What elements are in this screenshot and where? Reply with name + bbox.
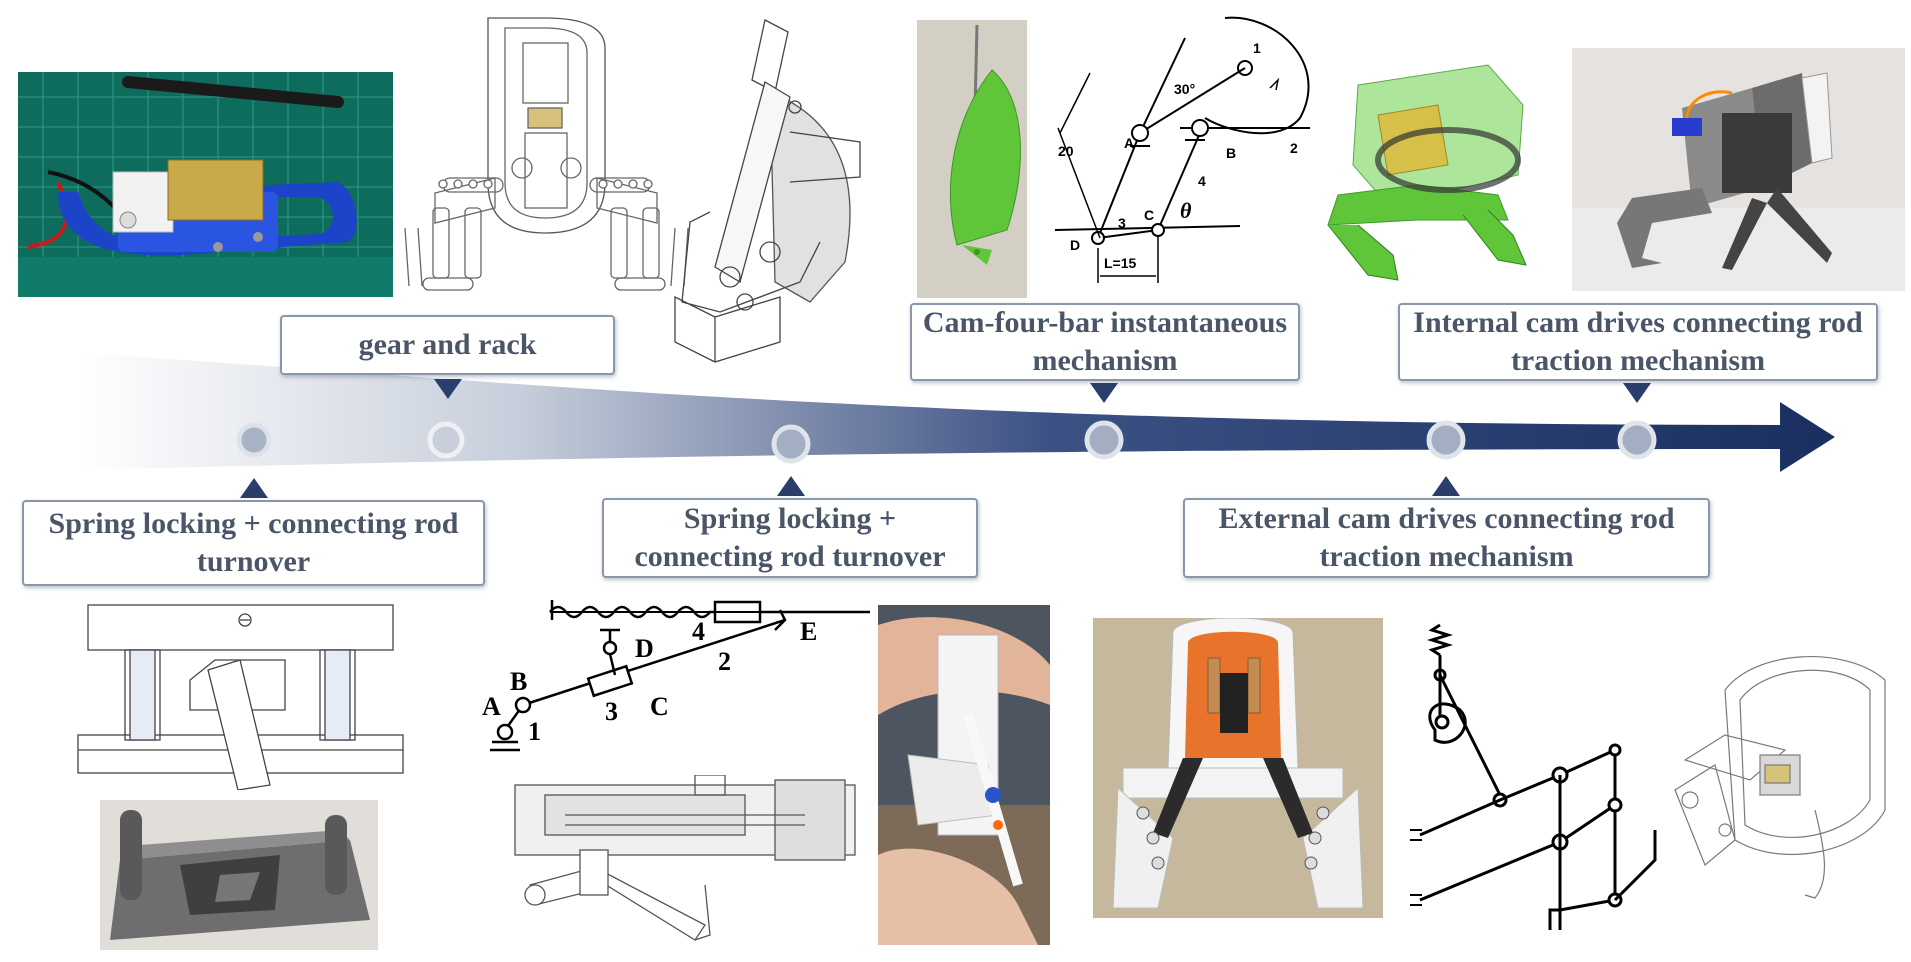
stage-label-text: Spring locking + connecting rod turnover: [634, 502, 946, 573]
cam-four-bar-diagram: 1 30° A B 2 20 4 C θ 3 D L=15: [1040, 8, 1320, 290]
stage-label-spring-locking-1: Spring locking + connecting rod turnover: [22, 500, 485, 586]
stage-label-text: Cam-four-bar instantaneous mechanism: [922, 306, 1288, 377]
photo-grey-part: [100, 800, 378, 950]
cam-label-d: D: [1070, 237, 1080, 253]
cam-label-b: B: [1226, 145, 1236, 161]
timeline-node: [1084, 420, 1124, 460]
photo-hand-mechanism: [878, 605, 1050, 945]
timeline-node: [771, 424, 811, 464]
cam-label-20: 20: [1058, 143, 1074, 159]
drawing-gear-rack-gripper: [395, 8, 700, 303]
link-label-d: D: [635, 634, 654, 663]
link-label-1: 1: [528, 717, 541, 746]
drawing-rack-slider: [505, 775, 865, 955]
photo-grey-robot: [1572, 48, 1905, 291]
cad-green-gripper: [1298, 45, 1538, 295]
stage-label-gear-and-rack: gear and rack: [280, 315, 615, 375]
stage-label-internal-cam: Internal cam drives connecting rod tract…: [1398, 303, 1878, 381]
timeline-node: [236, 422, 272, 458]
cam-label-4: 4: [1198, 173, 1206, 189]
timeline-node: [427, 421, 465, 459]
stage-pointer: [1090, 383, 1118, 403]
spring-locking-diagram: B A 1 3 C D 4 2 E: [470, 590, 880, 765]
photo-green-cam: [917, 20, 1027, 298]
linkage-schematic: [1400, 610, 1680, 940]
cam-label-angle: 30°: [1174, 81, 1195, 97]
drawing-spring-lock-3d: [670, 12, 910, 372]
link-label-e: E: [800, 617, 817, 646]
cam-label-2: 2: [1290, 140, 1298, 156]
cam-label-l15: L=15: [1104, 255, 1137, 271]
stage-label-text: gear and rack: [358, 328, 537, 361]
stage-pointer: [434, 379, 462, 399]
link-label-a: A: [482, 692, 501, 721]
stage-label-cam-four-bar: Cam-four-bar instantaneous mechanism: [910, 303, 1300, 381]
stage-label-text: External cam drives connecting rod tract…: [1218, 502, 1675, 573]
cad-transparent-gripper: [1665, 640, 1905, 905]
drawing-spring-lock-front: [70, 600, 410, 790]
cam-label-a: A: [1124, 135, 1134, 151]
photo-blue-gripper: [18, 72, 393, 297]
stage-label-text: Spring locking + connecting rod turnover: [48, 507, 459, 578]
timeline-node: [1617, 420, 1657, 460]
link-label-b: B: [510, 667, 527, 696]
link-label-4: 4: [692, 617, 705, 646]
stage-label-external-cam: External cam drives connecting rod tract…: [1183, 498, 1710, 578]
stage-pointer: [1623, 383, 1651, 403]
link-label-3: 3: [605, 697, 618, 726]
stage-label-text: Internal cam drives connecting rod tract…: [1413, 306, 1863, 377]
cam-label-3: 3: [1118, 215, 1126, 231]
stage-pointer: [1432, 476, 1460, 496]
cam-label-1: 1: [1253, 40, 1261, 56]
stage-pointer: [777, 476, 805, 496]
cam-label-theta: θ: [1180, 198, 1192, 223]
stage-pointer: [240, 478, 268, 498]
stage-label-spring-locking-2: Spring locking + connecting rod turnover: [602, 498, 978, 578]
cam-label-c: C: [1144, 207, 1154, 223]
link-label-2: 2: [718, 647, 731, 676]
photo-orange-gripper: [1093, 618, 1383, 918]
link-label-c: C: [650, 692, 669, 721]
timeline-node: [1426, 420, 1466, 460]
